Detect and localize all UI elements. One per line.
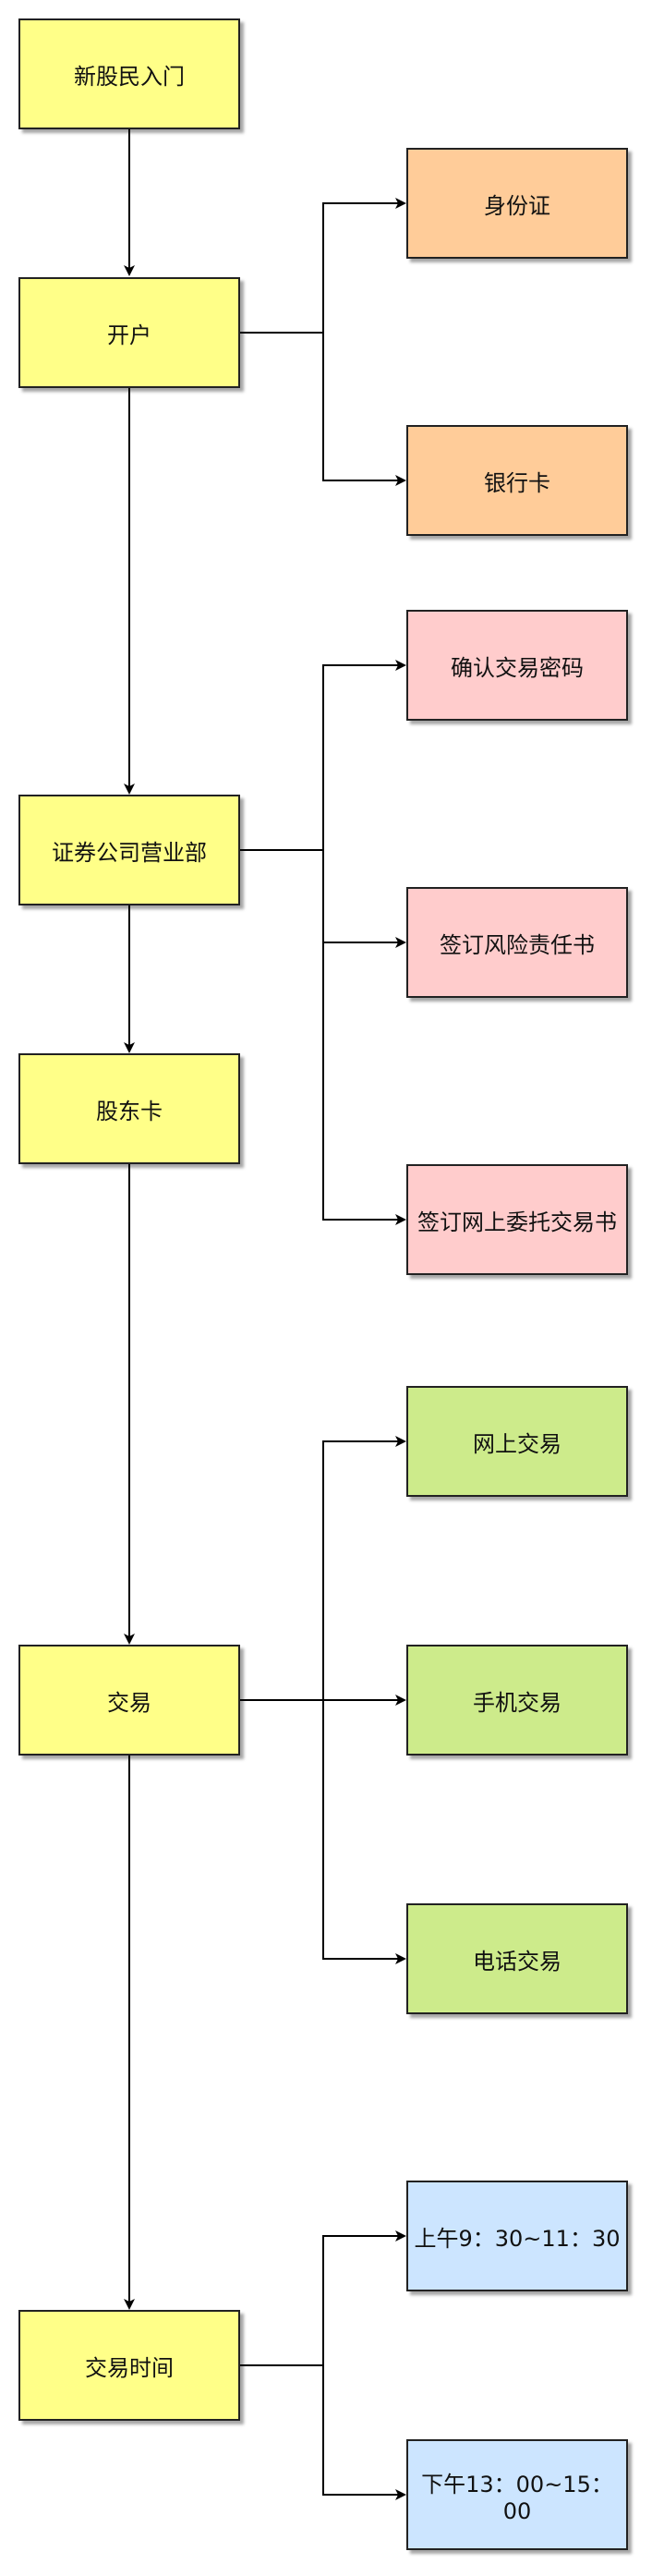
node-online-trading: 网上交易: [406, 1386, 628, 1497]
branch-trade-to-online: [240, 1436, 406, 1701]
node-shareholder-card: 股东卡: [18, 1053, 240, 1164]
node-morning-session: 上午9：30~11：30: [406, 2181, 628, 2291]
branch-broker-to-online-agreement: [322, 942, 406, 1225]
node-open-account: 开户: [18, 277, 240, 388]
node-trading-hours: 交易时间: [18, 2310, 240, 2421]
branch-broker-to-risk: [322, 850, 406, 948]
node-afternoon-session: 下午13：00~15：00: [406, 2439, 628, 2550]
node-trading: 交易: [18, 1645, 240, 1756]
branch-open-to-bank-card: [322, 333, 406, 486]
branch-time-to-afternoon: [322, 2365, 406, 2500]
node-sign-online-agreement: 签订网上委托交易书: [406, 1164, 628, 1275]
node-brokerage-branch: 证券公司营业部: [18, 795, 240, 905]
node-new-investor-intro: 新股民入门: [18, 18, 240, 129]
node-bank-card: 银行卡: [406, 425, 628, 536]
node-phone-trading: 电话交易: [406, 1903, 628, 2014]
node-sign-risk-statement: 签订风险责任书: [406, 887, 628, 998]
branch-broker-to-password: [240, 660, 406, 851]
branch-open-to-id-card: [240, 198, 406, 334]
node-id-card: 身份证: [406, 148, 628, 259]
branch-time-to-morning: [240, 2230, 406, 2366]
node-mobile-trading: 手机交易: [406, 1645, 628, 1756]
node-confirm-password: 确认交易密码: [406, 610, 628, 721]
branch-trade-to-phone: [322, 1700, 406, 1964]
